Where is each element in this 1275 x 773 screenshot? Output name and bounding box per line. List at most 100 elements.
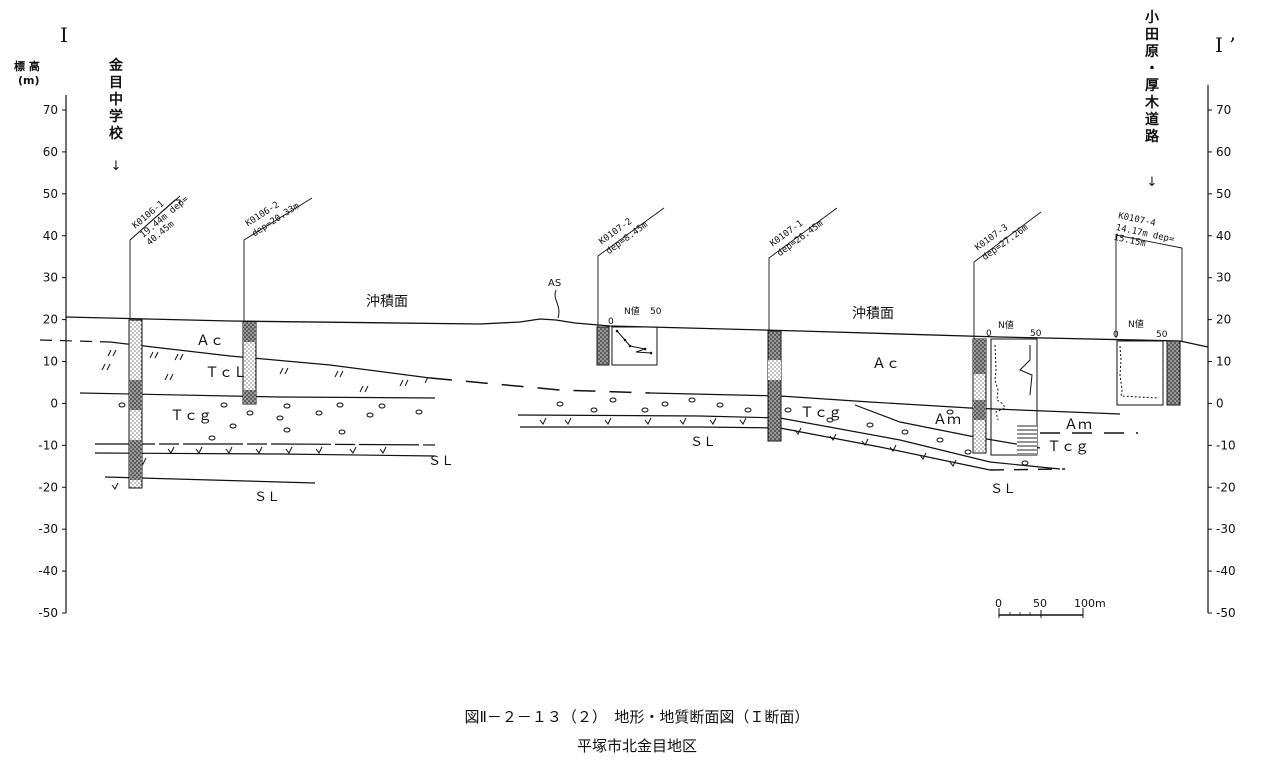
figure-caption: 図Ⅱ－２－１３（２） 地形・地質断面図（Ｉ断面） (465, 708, 810, 726)
scale-bar (998, 608, 1084, 618)
borehole-flag-k0107-1 (768, 207, 838, 331)
right-tick-label: 40 (1216, 229, 1231, 243)
landmark-char: 金 (108, 57, 124, 74)
sl-upper-line-middle (517, 414, 781, 419)
right-tick-label: 50 (1216, 187, 1231, 201)
down-arrow-icon: ↓ (1147, 175, 1158, 190)
tcg-lower-dashed-right (989, 468, 1066, 471)
label-sl-middle: ＳＬ (690, 435, 716, 450)
label-tcg-right: Ｔｃｇ (1047, 439, 1089, 455)
section-mark-right: I ’ (1215, 33, 1236, 57)
ac-lower-boundary-dashed (429, 377, 651, 394)
landmark-char: 木 (1144, 94, 1160, 111)
left-tick-label: 70 (43, 103, 58, 117)
label-sl-right-of-left: ＳＬ (428, 454, 454, 469)
ac-lower-boundary-mid (649, 392, 1121, 415)
borehole-flag-k0107-2 (597, 207, 665, 327)
n-chart-label-1: N値 (624, 305, 640, 317)
borehole-flag-k0106-2 (243, 197, 313, 322)
label-am-right: Ａｍ (1064, 417, 1092, 433)
section-mark-left: I (60, 23, 68, 47)
label-sl-left-deep: ＳＬ (254, 490, 280, 505)
n-chart-fifty-1: 50 (650, 307, 662, 317)
label-tcl: ＴｃＬ (205, 365, 247, 381)
right-tick-label: -10 (1216, 438, 1236, 452)
right-tick-label: -50 (1216, 606, 1236, 620)
left-tick-label: 40 (43, 229, 58, 243)
landmark-char: 厚 (1145, 78, 1159, 94)
n-chart-fifty-2: 50 (1030, 329, 1042, 339)
figure-subcaption: 平塚市北金目地区 (577, 737, 697, 755)
n-chart-fifty-3: 50 (1156, 330, 1168, 340)
right-tick-label: 60 (1216, 145, 1231, 159)
scale-bar-zero: 0 (995, 597, 1002, 610)
as-leader-line (554, 289, 560, 319)
landmark-char: ・ (1145, 61, 1159, 77)
right-tick-label: 30 (1216, 271, 1231, 285)
borehole-label-k0106-1: K0106-119.44m dep=40.45m (131, 194, 191, 248)
landmark-char: 学 (109, 108, 123, 125)
label-am-left: Ａｍ (933, 412, 961, 428)
n-chart-zero-2: 0 (986, 329, 992, 339)
left-tick-label: 20 (43, 313, 58, 327)
n-value-chart-k0107-4 (1116, 340, 1164, 406)
left-tick-label: 0 (50, 396, 58, 410)
borehole-column-k0107-2 (596, 326, 610, 366)
label-alluvial-surface-left: 沖積面 (366, 294, 408, 310)
landmark-char: 目 (109, 75, 123, 91)
ac-lower-boundary-left (109, 341, 431, 379)
scale-bar-fifty: 50 (1033, 597, 1047, 610)
sl-lower-line-middle (520, 426, 781, 429)
left-tick-label: 60 (43, 145, 58, 159)
borehole-column-k0107-4 (1166, 340, 1181, 406)
borehole-column-k0106-1 (128, 319, 143, 489)
n-chart-label-2: N値 (998, 319, 1014, 331)
sl-lower-line-left (94, 452, 436, 457)
borehole-label-k0107-4: K0107-414.17m dep=15.15m (1113, 211, 1176, 249)
n-value-chart-k0107-2 (611, 326, 658, 366)
elevation-axis-unit: (m) (18, 74, 40, 87)
left-tick-label: -50 (38, 606, 58, 620)
gravel-symbols (118, 397, 1029, 466)
right-tick-label: 10 (1216, 355, 1231, 369)
left-tick-label: -10 (38, 438, 58, 452)
label-as: AS (548, 278, 561, 289)
landmark-char: 中 (109, 91, 123, 108)
borehole-flag-k0106-1 (129, 195, 181, 320)
tcl-tcg-boundary (79, 392, 436, 399)
left-tick-label: -20 (38, 480, 58, 494)
right-tick-label: -40 (1216, 564, 1236, 578)
silt-v-symbols (111, 417, 957, 490)
label-alluvial-surface-right: 沖積面 (852, 306, 894, 322)
elevation-axis-title: 標 高 (14, 59, 40, 73)
n-value-chart-k0107-3 (990, 338, 1038, 456)
label-ac-right: Ａｃ (872, 356, 900, 372)
landmark-char: 田 (1145, 27, 1159, 43)
left-tick-label: 10 (43, 355, 58, 369)
label-ac-left: Ａｃ (196, 333, 224, 349)
n-chart-zero-3: 0 (1113, 330, 1119, 340)
borehole-flag-k0107-4 (1115, 234, 1183, 341)
landmark-char: 校 (109, 125, 124, 142)
label-sl-right: ＳＬ (990, 482, 1016, 497)
landmark-char: 原 (1145, 44, 1159, 60)
left-tick-label: 50 (43, 187, 58, 201)
landmark-char: 小 (1145, 10, 1159, 26)
ground-surface-line (65, 316, 1209, 348)
borehole-column-k0107-3 (972, 338, 987, 454)
down-arrow-icon: ↓ (111, 159, 122, 174)
sl-upper-line-left (95, 443, 436, 446)
borehole-column-k0106-2 (242, 321, 257, 405)
label-tcg-left: Ｔｃｇ (170, 408, 212, 424)
n-chart-zero-1: 0 (608, 317, 614, 327)
left-tick-label: -30 (38, 522, 58, 536)
landmark-char: 道 (1145, 111, 1159, 128)
landmark-char: 路 (1145, 128, 1160, 145)
